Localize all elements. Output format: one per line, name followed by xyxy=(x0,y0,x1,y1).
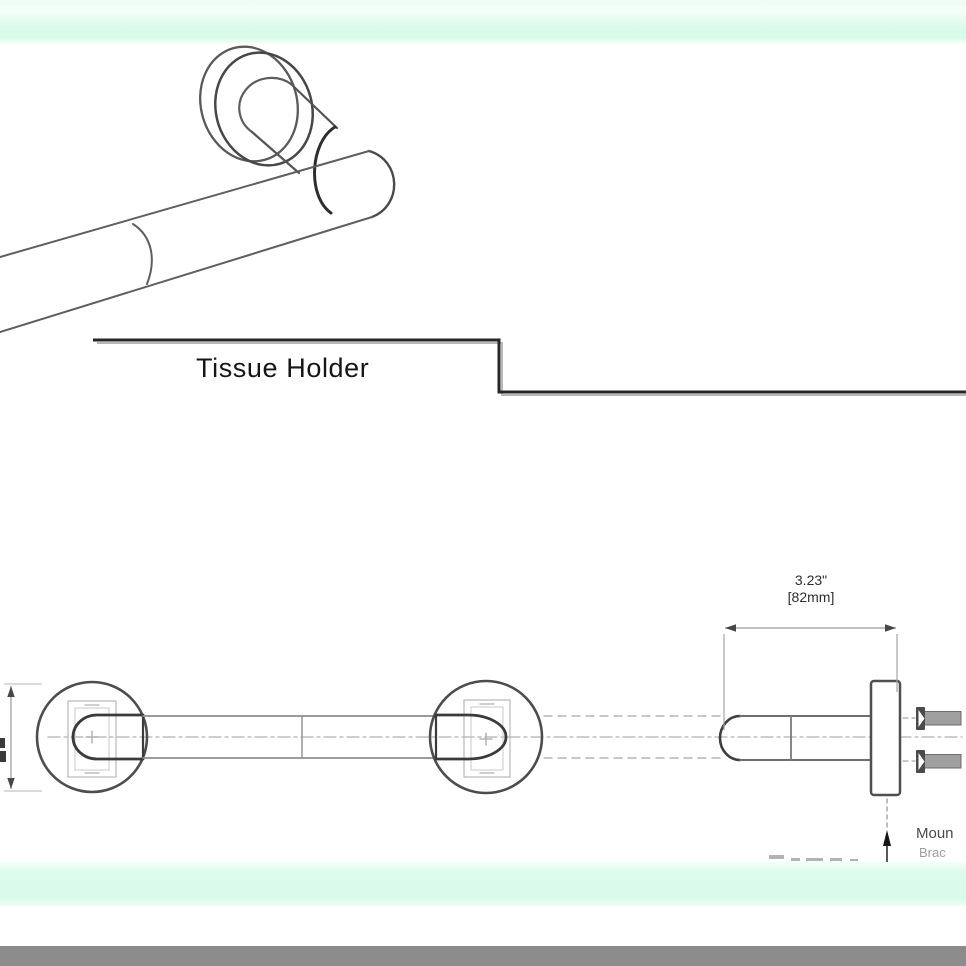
dimension-millimeters-label: [82mm] xyxy=(787,589,835,605)
flange-front-rim xyxy=(214,51,314,167)
lower-green-band xyxy=(0,862,966,906)
mounting-leader xyxy=(883,798,891,863)
perspective-view xyxy=(0,45,396,333)
post-upper-edge xyxy=(289,82,339,130)
drawing-title: Tissue Holder xyxy=(196,353,370,383)
dimension-left-clipped xyxy=(0,683,42,792)
clipped-text-fragment xyxy=(769,855,858,861)
end-cap-ring-arc xyxy=(313,125,337,215)
title-divider-shadow xyxy=(97,342,966,396)
title-divider-line xyxy=(93,338,966,394)
post-lower-edge xyxy=(250,130,301,175)
bar-end-cap-arc xyxy=(367,149,396,219)
left-flange-circle xyxy=(35,680,149,794)
header-green-band xyxy=(0,0,966,44)
side-view xyxy=(718,679,962,863)
left-end-cap xyxy=(71,713,145,761)
bar-bottom-edge xyxy=(0,216,373,333)
bar-top-edge xyxy=(0,150,370,258)
leader-arrowhead xyxy=(883,830,891,846)
post-opening-arc xyxy=(238,76,293,134)
footer-gray-bar xyxy=(0,946,966,966)
flange-plate xyxy=(869,679,902,797)
post-tip-arc xyxy=(718,714,742,762)
holder-bar xyxy=(142,715,437,759)
right-mounting-bracket-hidden xyxy=(463,699,511,778)
left-mounting-bracket-hidden xyxy=(67,700,117,778)
dimension-inches-label: 3.23" xyxy=(794,572,828,588)
mounting-label-line2: Brac xyxy=(919,845,946,860)
dim-arrow-left xyxy=(725,624,736,632)
clipped-dimension-label xyxy=(0,738,6,762)
title-divider xyxy=(93,338,966,396)
flange-back-edge xyxy=(199,45,299,163)
right-end-cap xyxy=(434,713,508,761)
right-flange-circle xyxy=(428,679,544,795)
mounting-label-line1: Moun xyxy=(916,825,954,842)
mounting-screw-top xyxy=(916,707,962,730)
dimension-width xyxy=(723,624,898,730)
bar-joint-arc xyxy=(132,223,153,285)
front-view xyxy=(35,679,963,795)
dim-arrow-right xyxy=(885,624,896,632)
mounting-screw-bottom xyxy=(916,750,962,773)
